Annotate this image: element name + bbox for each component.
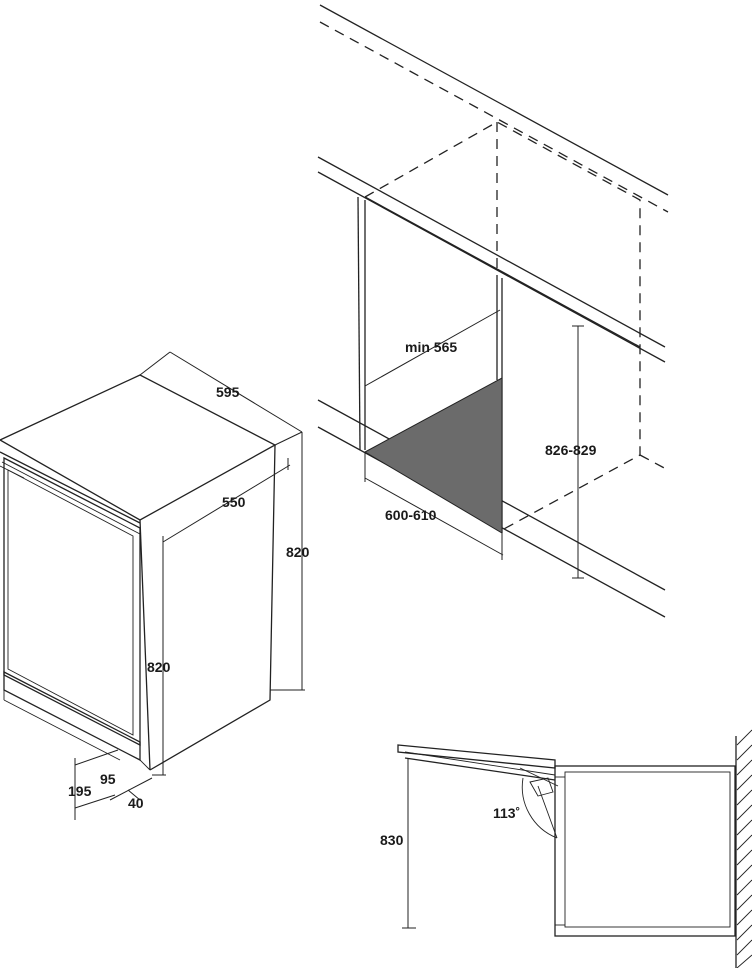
dimension-820-right: 820 bbox=[286, 544, 310, 560]
appliance-isometric bbox=[0, 374, 277, 771]
dimension-550: 550 bbox=[222, 494, 246, 510]
niche-floor bbox=[363, 377, 503, 534]
dimension-820-left: 820 bbox=[147, 659, 171, 675]
appliance-dimension-lines bbox=[74, 351, 305, 820]
niche-dimension-lines bbox=[364, 309, 584, 579]
door-opening-side-view bbox=[397, 736, 737, 968]
dimension-826-829: 826-829 bbox=[545, 442, 597, 458]
dimension-min-565: min 565 bbox=[405, 339, 457, 355]
dimension-595: 595 bbox=[216, 384, 240, 400]
door-dimension-lines bbox=[402, 758, 416, 929]
dimension-830: 830 bbox=[380, 832, 404, 848]
dimension-angle-113: 113˚ bbox=[493, 805, 520, 821]
dimension-40: 40 bbox=[128, 795, 144, 811]
wall-hatching bbox=[736, 729, 752, 968]
dimension-95: 95 bbox=[100, 771, 116, 787]
niche-isometric bbox=[317, 4, 669, 618]
dimension-195: 195 bbox=[68, 783, 92, 799]
dimension-600-610: 600-610 bbox=[385, 507, 437, 523]
